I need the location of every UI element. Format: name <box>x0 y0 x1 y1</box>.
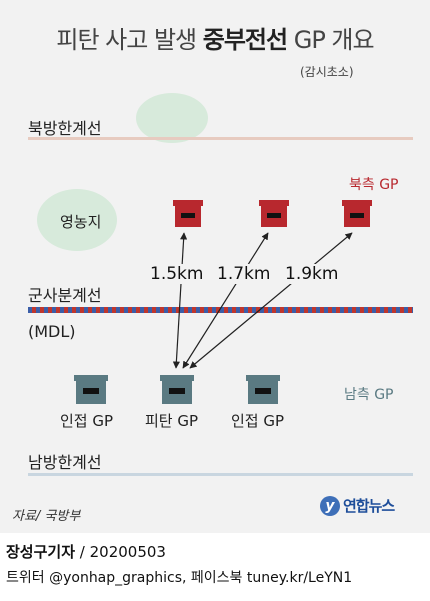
title-highlight: 중부전선 <box>202 26 288 54</box>
title: 피탄 사고 발생 중부전선 GP 개요 <box>0 20 430 55</box>
infographic-panel: 피탄 사고 발생 중부전선 GP 개요 (감시초소) <box>0 0 430 533</box>
credit-date: / 20200503 <box>75 543 166 561</box>
credit-social: 트위터 @yonhap_graphics, 페이스북 tuney.kr/LeYN… <box>6 570 353 586</box>
field-label: 영농지 <box>60 213 102 231</box>
mdl-abbr-label: (MDL) <box>28 322 76 341</box>
map-diagram <box>28 93 413 476</box>
distance-arrow-1 <box>172 232 188 369</box>
distance-arrow-2 <box>182 232 269 369</box>
south-gp-name-hit: 피탄 GP <box>145 412 199 430</box>
yonhap-logo-icon: y <box>320 495 340 516</box>
north-gp-1 <box>173 200 203 227</box>
south-gp-adjacent-right <box>246 375 280 404</box>
mdl-label: 군사분계선 <box>28 286 102 305</box>
distance-label-1: 1.5km <box>147 264 207 284</box>
title-main: 피탄 사고 발생 <box>56 26 203 54</box>
yonhap-logo-text: 연합뉴스 <box>343 497 395 515</box>
south-gp-name-right: 인접 GP <box>231 412 285 430</box>
south-limit-line <box>28 473 413 476</box>
yonhap-logo: y 연합뉴스 <box>320 495 395 516</box>
source-note: 자료/ 국방부 <box>12 509 81 524</box>
distance-label-3: 1.9km <box>282 264 342 284</box>
north-limit-label: 북방한계선 <box>28 119 102 138</box>
distance-arrow-3 <box>189 232 353 369</box>
south-gp-name-left: 인접 GP <box>60 412 114 430</box>
distance-label-2: 1.7km <box>214 264 274 284</box>
field-ellipse-top <box>136 93 208 143</box>
north-limit-line <box>28 137 413 140</box>
north-gp-3 <box>342 200 372 227</box>
south-gp-hit <box>160 375 194 404</box>
title-rest: GP 개요 <box>287 26 375 54</box>
field-ellipse-left <box>37 189 117 251</box>
south-limit-label: 남방한계선 <box>28 453 102 472</box>
subtitle: (감시초소) <box>300 65 354 79</box>
north-gp-2 <box>259 200 289 227</box>
north-gp-label: 북측 GP <box>349 177 399 193</box>
credit-author: 장성구기자 <box>6 543 76 561</box>
south-gp-adjacent-left <box>74 375 108 404</box>
credit-line: 장성구기자 / 20200503 <box>6 541 166 562</box>
south-gp-label: 남측 GP <box>344 387 394 403</box>
